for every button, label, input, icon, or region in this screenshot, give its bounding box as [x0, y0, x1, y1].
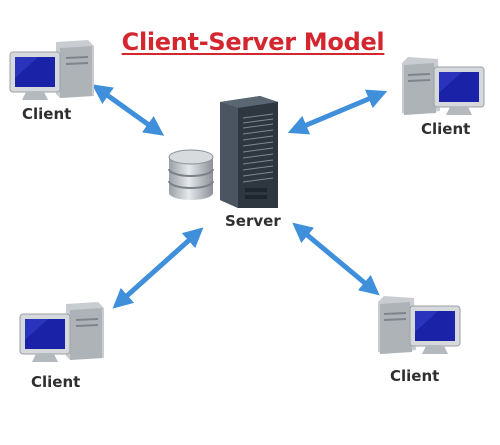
- desktop-computer-icon: [378, 296, 461, 354]
- desktop-computer-icon: [402, 57, 485, 115]
- desktop-computer-icon: [19, 302, 104, 362]
- server-tower-icon: [220, 96, 278, 208]
- client-label-3: Client: [31, 373, 81, 391]
- diagram-title: Client-Server Model: [121, 28, 385, 56]
- database-icon: [168, 149, 214, 200]
- client-label-2: Client: [421, 120, 471, 138]
- client-label-4: Client: [390, 367, 440, 385]
- client-label-1: Client: [22, 105, 72, 123]
- server-label: Server: [225, 212, 281, 230]
- desktop-computer-icon: [9, 40, 94, 100]
